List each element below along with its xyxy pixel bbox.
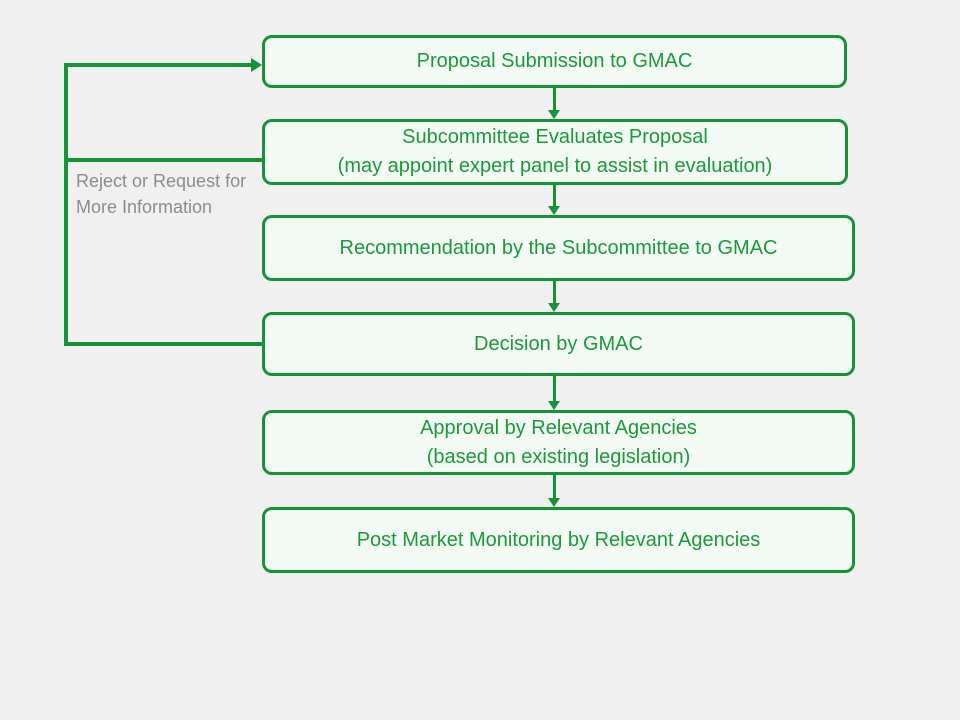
connector-2-3-stem (553, 184, 556, 206)
flow-box-proposal-submission: Proposal Submission to GMAC (262, 35, 847, 88)
feedback-top-line (64, 63, 251, 67)
connector-3-4-stem (553, 280, 556, 303)
flow-box-post-market-monitoring-label: Post Market Monitoring by Relevant Agenc… (356, 528, 761, 551)
flow-box-approval-label-line1: Approval by Relevant Agencies (420, 416, 697, 439)
feedback-label-line2: More Information (76, 197, 213, 217)
arrow-down-icon (548, 303, 560, 312)
flow-box-subcommittee-evaluates-label-line1: Subcommittee Evaluates Proposal (402, 126, 708, 148)
connector-1-2-stem (553, 87, 556, 110)
connector-5-6-stem (553, 474, 556, 498)
feedback-bottom-line (66, 342, 262, 346)
feedback-vertical-line (64, 63, 68, 346)
connector-4-5-stem (553, 375, 556, 401)
flow-box-subcommittee-evaluates: Subcommittee Evaluates Proposal (may app… (262, 119, 848, 185)
flow-box-proposal-submission-label: Proposal Submission to GMAC (416, 50, 693, 72)
arrow-down-icon (548, 110, 560, 119)
arrow-down-icon (548, 401, 560, 410)
arrow-down-icon (548, 498, 560, 507)
flow-box-subcommittee-evaluates-label-line2: (may appoint expert panel to assist in e… (337, 155, 773, 177)
flow-box-recommendation-label: Recommendation by the Subcommittee to GM… (339, 236, 778, 259)
flow-box-recommendation: Recommendation by the Subcommittee to GM… (262, 215, 855, 281)
flow-box-post-market-monitoring: Post Market Monitoring by Relevant Agenc… (262, 507, 855, 573)
flow-box-approval-label-line2: (based on existing legislation) (426, 445, 691, 468)
flow-box-decision-label: Decision by GMAC (474, 332, 643, 355)
feedback-middle-line (66, 158, 262, 162)
arrow-down-icon (548, 206, 560, 215)
flow-box-approval: Approval by Relevant Agencies (based on … (262, 410, 855, 475)
feedback-label: Reject or Request for More Information (76, 168, 246, 220)
flow-box-decision: Decision by GMAC (262, 312, 855, 376)
arrow-right-icon (251, 58, 262, 72)
feedback-label-line1: Reject or Request for (76, 171, 247, 191)
